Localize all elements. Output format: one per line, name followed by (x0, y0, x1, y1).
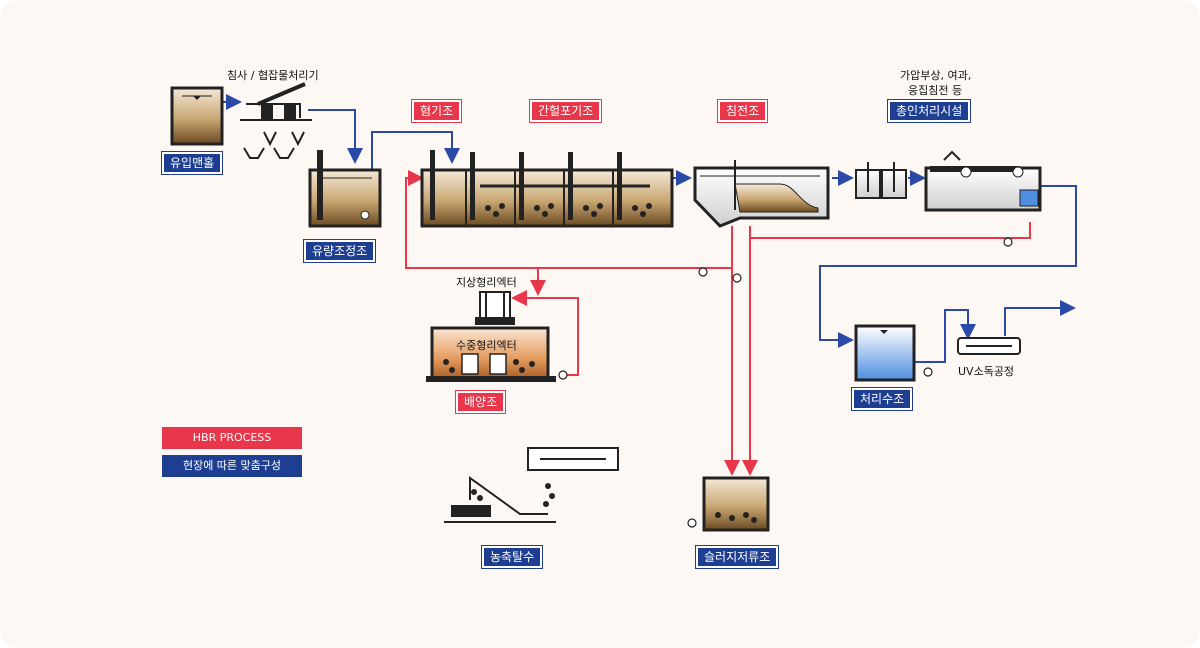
equalization-label: 유량조정조 (304, 240, 376, 262)
coagulation-tanks (855, 162, 907, 199)
sedimentation-tank (693, 160, 830, 228)
uv-unit (957, 337, 1021, 355)
pump-icon (923, 367, 933, 377)
pump-icon (558, 370, 568, 380)
sedimentation-label: 침전조 (718, 100, 768, 122)
culture-recycle-line (511, 290, 579, 376)
submerged-reactor-label: 수중형리엑터 (456, 339, 517, 352)
tertiary-caption-1: 가압부상, 여과, (900, 69, 972, 82)
screen-caption: 침사 / 협잡물처리기 (227, 69, 319, 82)
culture-tank (426, 326, 556, 382)
tertiary-label: 총인처리시설 (888, 100, 971, 122)
flow-arrow-screen-to-eq (308, 109, 363, 164)
flow-arrow-eq-to-anaerobic (371, 131, 460, 190)
thickening-equipment (444, 447, 619, 523)
red-flow-lines (405, 170, 1031, 476)
tertiary-sludge-line (750, 222, 1031, 239)
pump-icon (698, 267, 708, 277)
pump-icon (687, 518, 697, 528)
aeration-train (420, 150, 674, 228)
pump-icons (558, 237, 1013, 528)
tertiary-caption-2: 응집침전 등 (908, 84, 963, 97)
legend-custom: 현장에 따른 맞춤구성 (162, 455, 302, 477)
influent-pit-tank (170, 86, 224, 146)
screen-equipment (240, 82, 312, 159)
legend-hbr: HBR PROCESS (162, 427, 302, 449)
flow-arrow-treated-to-uv (915, 309, 976, 363)
surface-reactor-equipment (475, 291, 515, 325)
thickening-label: 농축탈수 (482, 546, 543, 568)
intermittent-label: 간헐포기조 (530, 100, 602, 122)
tertiary-tank (924, 150, 1042, 212)
surface-reactor-label: 지상형리엑터 (456, 276, 517, 289)
influent-pit-label: 유입맨홀 (162, 152, 223, 174)
sludge-storage-tank (702, 476, 770, 532)
flow-arrow-tertiary-to-treated (819, 185, 1077, 348)
uv-label: UV소독공정 (958, 365, 1015, 378)
treated-tank-label: 처리수조 (852, 388, 913, 410)
treated-water-tank (854, 324, 916, 382)
blue-flow-lines (223, 94, 1077, 363)
equalization-tank (308, 150, 382, 228)
pump-icon (1003, 237, 1013, 247)
culture-tank-label: 배양조 (456, 391, 506, 413)
flow-arrow-uv-to-discharge (1004, 300, 1076, 336)
return-sludge-line (405, 170, 733, 269)
anaerobic-label: 혐기조 (412, 100, 462, 122)
pump-icon (732, 273, 742, 283)
sludge-tank-label: 슬러지저류조 (696, 546, 779, 568)
